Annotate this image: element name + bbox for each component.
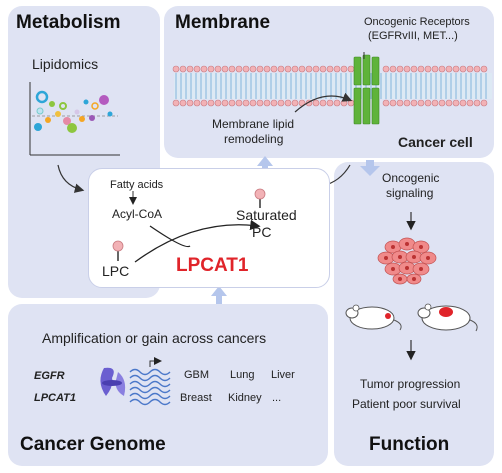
metabolism-title: Metabolism bbox=[16, 12, 121, 33]
lipid-bilayer bbox=[172, 65, 492, 107]
genome-heading: Amplification or gain across cancers bbox=[42, 330, 267, 346]
remodeling-line2: remodeling bbox=[224, 132, 284, 146]
pc-label: PC bbox=[252, 224, 272, 240]
lpc-label: LPC bbox=[102, 263, 130, 279]
cancer-type-more: ... bbox=[272, 392, 282, 404]
acyl-coa-label: Acyl-CoA bbox=[112, 207, 163, 221]
oncogenic-receptors bbox=[353, 54, 380, 125]
outcome-poor-survival: Patient poor survival bbox=[352, 397, 461, 411]
cancer-type-gbm: GBM bbox=[184, 369, 210, 381]
flow-arrows bbox=[211, 156, 380, 304]
cancer-type-liver: Liver bbox=[271, 369, 295, 381]
gene-lpcat1: LPCAT1 bbox=[34, 392, 76, 404]
outcome-tumor-progression: Tumor progression bbox=[360, 377, 461, 391]
signaling-line1: Oncogenic bbox=[382, 171, 440, 185]
function-title: Function bbox=[369, 434, 450, 455]
lipidomics-label: Lipidomics bbox=[32, 56, 99, 72]
tumor-nuclei bbox=[384, 242, 430, 281]
remodeling-line1: Membrane lipid bbox=[212, 117, 295, 131]
mouse-small-tumor-icon bbox=[345, 304, 402, 331]
cancer-cell-label: Cancer cell bbox=[398, 134, 473, 150]
dna-strands-icon bbox=[129, 368, 171, 406]
metabolism-arrow bbox=[57, 164, 85, 193]
lipidomics-scatter-plot bbox=[29, 82, 120, 156]
signaling-line2: signaling bbox=[386, 186, 434, 200]
receptors-examples: (EGFRvIII, MET...) bbox=[368, 30, 458, 42]
genome-title: Cancer Genome bbox=[20, 434, 166, 455]
cancer-type-lung: Lung bbox=[230, 369, 255, 381]
cancer-type-kidney: Kidney bbox=[228, 392, 262, 404]
receptors-label: Oncogenic Receptors bbox=[364, 16, 470, 28]
fatty-acids-label: Fatty acids bbox=[110, 179, 164, 191]
cancer-type-breast: Breast bbox=[180, 392, 212, 404]
mouse-large-tumor-icon bbox=[417, 303, 478, 332]
membrane-title: Membrane bbox=[175, 12, 271, 33]
chromosome-icon bbox=[100, 367, 126, 396]
gene-egfr: EGFR bbox=[34, 370, 65, 382]
lpcat1-enzyme-label: LPCAT1 bbox=[176, 255, 249, 276]
remodeling-arrow bbox=[294, 92, 353, 113]
saturated-label: Saturated bbox=[236, 207, 297, 223]
